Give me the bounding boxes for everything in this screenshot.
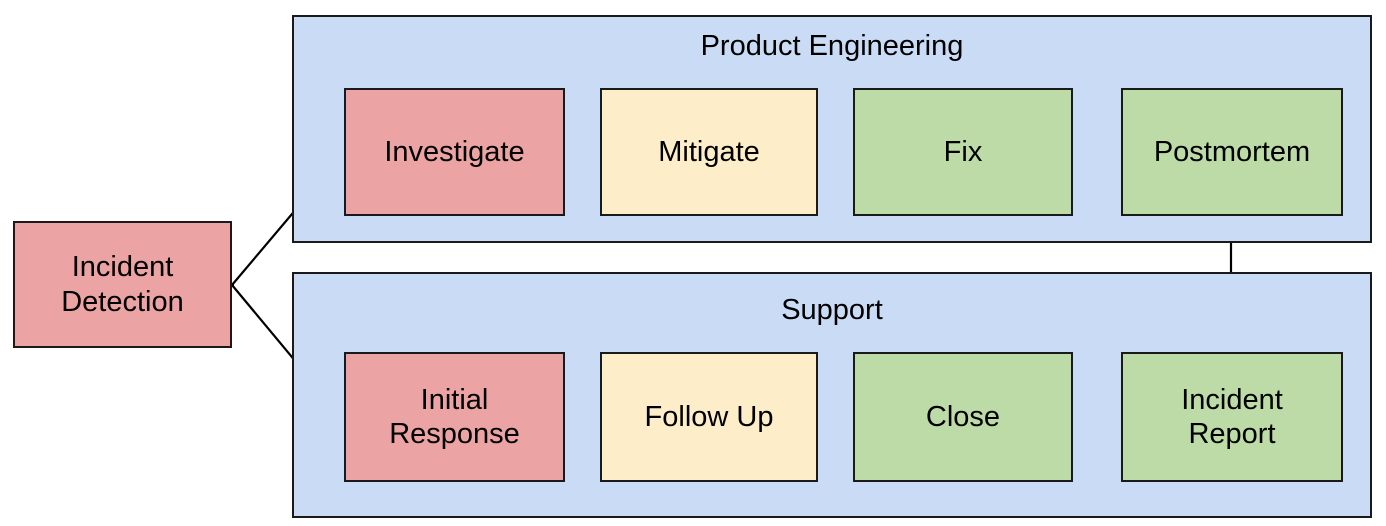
swimlane-title-support: Support	[781, 294, 883, 326]
swimlane-title-product-engineering: Product Engineering	[700, 30, 964, 62]
node-incident-report[interactable]: Incident Report	[1121, 352, 1343, 482]
node-incident-detection[interactable]: Incident Detection	[13, 221, 232, 348]
node-close[interactable]: Close	[853, 352, 1073, 482]
node-initial-response[interactable]: Initial Response	[344, 352, 565, 482]
node-mitigate[interactable]: Mitigate	[600, 88, 818, 216]
node-postmortem[interactable]: Postmortem	[1121, 88, 1343, 216]
node-investigate[interactable]: Investigate	[344, 88, 565, 216]
node-follow-up[interactable]: Follow Up	[600, 352, 818, 482]
node-fix[interactable]: Fix	[853, 88, 1073, 216]
